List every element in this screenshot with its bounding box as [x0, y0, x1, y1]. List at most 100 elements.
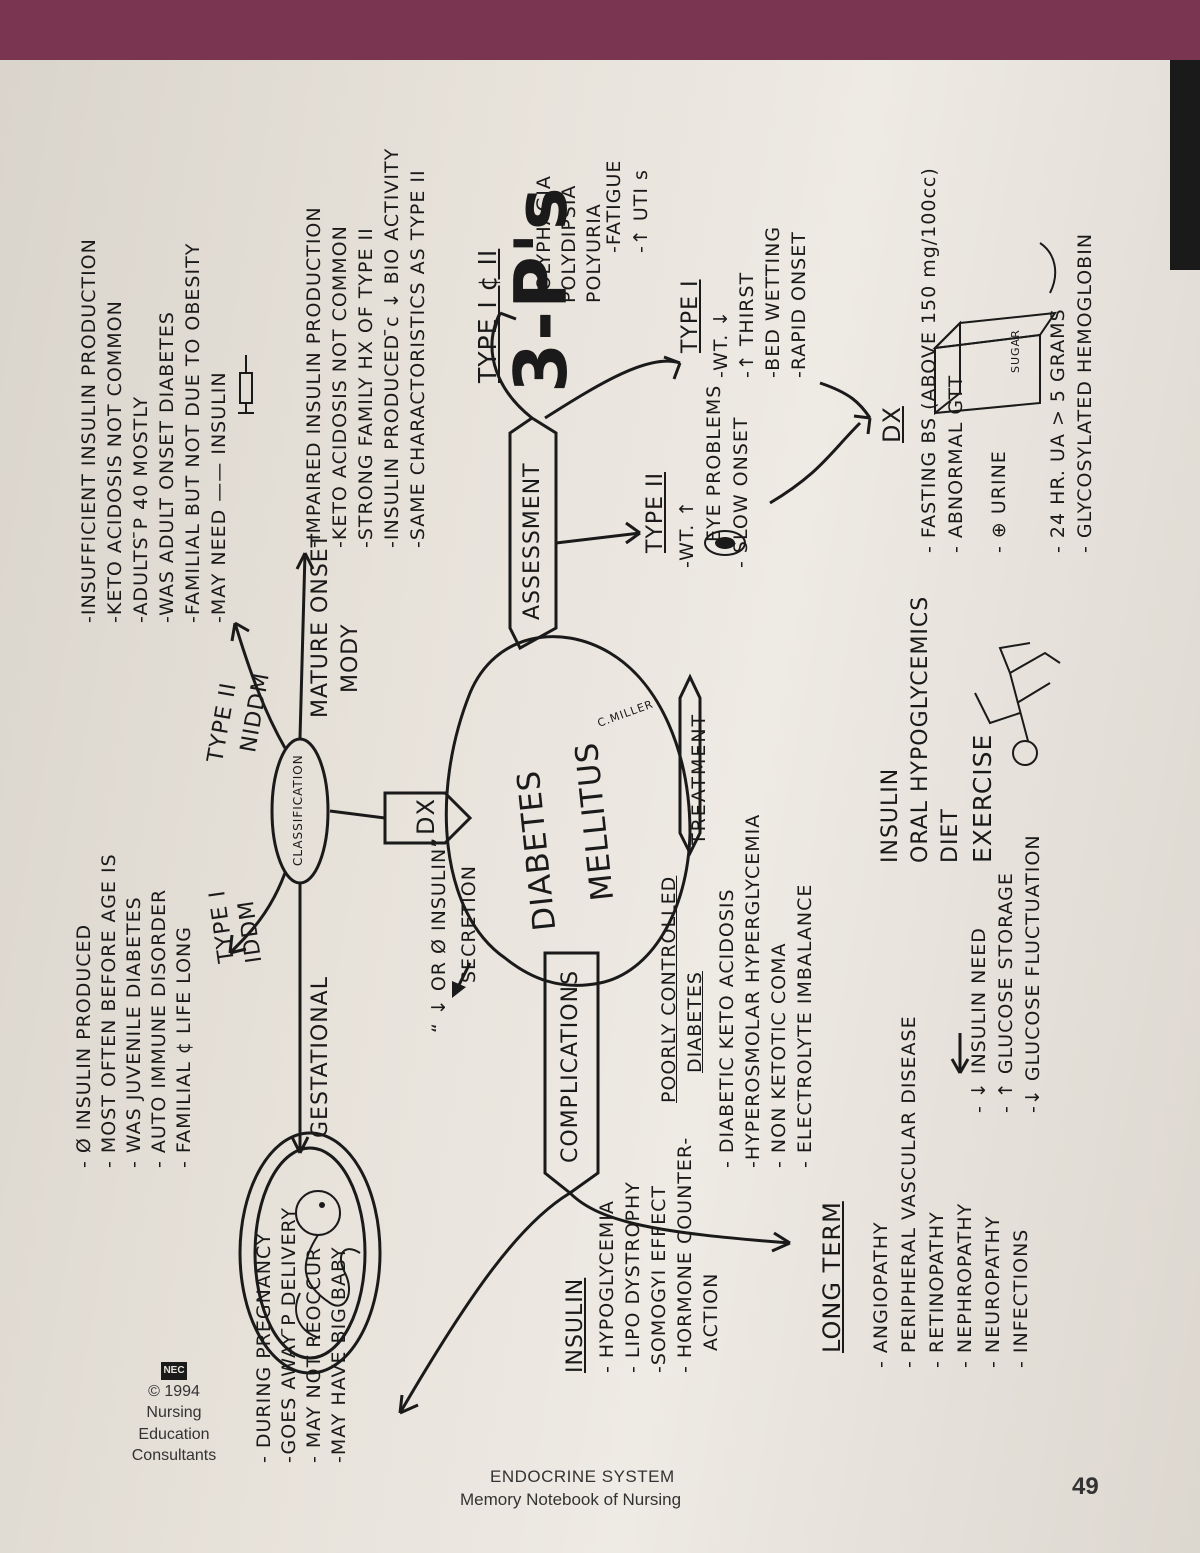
type2-list: -INSUFFICIENT INSULIN PRODUCTION -KETO A…	[78, 238, 236, 623]
assessment-type1-item: -↑ THIRST	[736, 271, 758, 378]
poorly-controlled-label: POORLY CONTROLLED	[658, 875, 680, 1103]
type1-item: - MOST OFTEN BEFORE AGE IS	[98, 853, 120, 1168]
assessment-type1-list: -WT. ↓ -↑ THIRST -BED WETTING -RAPID ONS…	[710, 226, 816, 378]
gestational-label: GESTATIONAL	[308, 976, 333, 1138]
assessment-extra-list: -FATIGUE -↑ UTI s	[603, 159, 659, 253]
eye-icon	[704, 530, 746, 556]
publisher-line3: Education	[138, 1425, 210, 1443]
diagnosis-item: - ⊕ URINE	[988, 450, 1010, 553]
poorly-controlled-item: -HYPEROSMOLAR HYPERGLYCEMIA	[742, 813, 764, 1168]
long-term-item: - ANGIOPATHY	[870, 1221, 892, 1368]
arrow-long-term	[568, 1191, 791, 1245]
assessment-type1-item: -RAPID ONSET	[788, 231, 810, 378]
publisher-line2: Nursing	[146, 1404, 202, 1422]
publisher-mark: NEC © 1994 Nursing Education Consultants	[128, 1362, 220, 1466]
poorly-controlled-list: - DIABETIC KETO ACIDOSIS -HYPEROSMOLAR H…	[716, 813, 822, 1168]
assessment-type2-item: -WT. ↑	[676, 499, 698, 568]
insulin-complication-item: - HYPOGLYCEMIA	[596, 1200, 618, 1373]
notebook-page	[0, 60, 1200, 1553]
sugar-label: SUGAR	[1009, 329, 1022, 373]
assessment-type1-label: TYPE I	[678, 279, 703, 353]
assessment-extra-item: -FATIGUE	[603, 159, 625, 253]
secretion-arrowhead	[452, 981, 466, 998]
mody-item: -KETO ACIDOSIS NOT COMMON	[329, 225, 351, 548]
footer-title: ENDOCRINE SYSTEM	[490, 1467, 675, 1486]
treatment-item: ORAL HYPOGLYCEMICS	[908, 595, 933, 863]
three-ps-item: POLYDIPSIA	[558, 184, 580, 303]
arrowhead-lt	[771, 1231, 791, 1253]
fetus-icon	[238, 1131, 382, 1375]
treatment-item: DIET	[938, 808, 963, 863]
three-ps-list: POLYPHAGIA POLYDIPSIA POLYURIA	[533, 175, 610, 303]
treatment-banner	[678, 673, 702, 857]
sugar-to-24hr-arrow	[1039, 242, 1057, 294]
diagnosis-item: - GLYCOSYLATED HEMOGLOBIN	[1074, 232, 1096, 553]
arrow-type1	[228, 934, 247, 955]
assessment-extra-item: -↑ UTI s	[630, 169, 652, 253]
syringe-icon	[238, 355, 254, 414]
diagnosis-item: - FASTING BS (ABOVE 150 mg/100cc)	[918, 167, 940, 553]
type1-item: - Ø INSULIN PRODUCED	[73, 923, 95, 1168]
type1-item: - AUTO IMMUNE DISORDER	[148, 888, 170, 1168]
dx-to-classification	[329, 809, 386, 820]
publisher-logo: NEC	[161, 1362, 187, 1380]
insulin-complications-list: - HYPOGLYCEMIA - LIPO DYSTROPHY -SOMOGYI…	[596, 1136, 728, 1373]
branch-mody	[298, 552, 307, 739]
center-blob	[444, 635, 692, 987]
type1-item: - FAMILIAL ¢ LIFE LONG	[173, 926, 195, 1168]
long-term-item: - PERIPHERAL VASCULAR DISEASE	[898, 1015, 920, 1368]
poorly-controlled-item: - DIABETIC KETO ACIDOSIS	[716, 888, 738, 1168]
insulin-complication-item: -SOMOGYI EFFECT	[648, 1185, 670, 1373]
arrowhead-t1	[663, 355, 682, 380]
branch-type2	[233, 622, 287, 749]
type2-item: -WAS ADULT ONSET DIABETES	[156, 311, 178, 623]
page-edge-shadow	[1170, 60, 1200, 270]
poorly-controlled-item: - ELECTROLYTE IMBALANCE	[794, 883, 816, 1168]
arrow-insulin-complications	[398, 1191, 571, 1414]
mody-item: -SAME CHARACTORISTICS AS TYPE II	[407, 169, 429, 548]
publisher-year: © 1994	[148, 1383, 200, 1400]
arrow-type2-assess	[555, 531, 641, 545]
type2-item: -KETO ACIDOSIS NOT COMMON	[104, 300, 126, 623]
arrowhead-3ps	[492, 311, 517, 332]
treatment-list: INSULIN ORAL HYPOGLYCEMICS DIET EXERCISE	[878, 595, 1003, 863]
assessment-both-label: TYPE I ¢ II	[473, 248, 502, 383]
assessment-banner-label: ASSESSMENT	[520, 462, 545, 620]
treatment-banner-label: TREATMENT	[688, 712, 710, 845]
three-ps-item: POLYPHAGIA	[533, 175, 555, 303]
type2-item: -INSUFFICIENT INSULIN PRODUCTION	[78, 238, 100, 623]
treatment-item: INSULIN	[878, 767, 903, 863]
gestational-list: - DURING PREGNANCY -GOES AWAY ̄P DELIVER…	[253, 1206, 355, 1463]
assessment-type1-item: -WT. ↓	[710, 309, 732, 378]
complications-banner-label: COMPLICATIONS	[558, 969, 583, 1163]
footer-subtitle: Memory Notebook of Nursing	[460, 1490, 682, 1509]
exercise-figure-icon	[974, 642, 1061, 766]
publisher-line4: Consultants	[131, 1447, 217, 1465]
sugar-cube-icon	[932, 311, 1058, 416]
arrow-dx-left	[769, 421, 862, 505]
insulin-secretion-line2: SECRETION	[458, 865, 480, 983]
treatment-item: EXERCISE	[968, 733, 997, 863]
long-term-item: - NEUROPATHY	[982, 1215, 1004, 1368]
long-term-item: - NEPHROPATHY	[954, 1202, 976, 1368]
three-ps-item: POLYURIA	[583, 203, 605, 303]
insulin-complication-item: ACTION	[700, 1272, 722, 1351]
type2-item: -ADULTS ̄P 40 MOSTLY	[130, 395, 152, 623]
mody-item: -INSULIN PRODUCED ̄c ↓ BIO ACTIVITY	[381, 147, 403, 548]
gestational-item: -GOES AWAY ̄P DELIVERY	[278, 1206, 300, 1463]
assessment-type2-item: EYE PROBLEMS	[703, 384, 725, 542]
gestational-item: -MAY HAVE BIG BABY	[328, 1246, 350, 1463]
classification-label: CLASSIFICATION	[291, 754, 305, 866]
arrowhead-ic	[398, 1394, 419, 1415]
diagnosis-item: - ABNORMAL GTT	[945, 374, 967, 553]
arrowhead-t2	[625, 521, 641, 545]
arrow-type1-assess	[544, 359, 681, 420]
insulin-complication-item: - HORMONE COUNTER-	[674, 1136, 696, 1373]
gestational-item: - MAY NOT REOCCUR	[303, 1246, 325, 1463]
mody-label: MATURE ONSET	[308, 532, 333, 718]
arrow-type2	[230, 621, 250, 642]
mody-item: -STRONG FAMILY HX OF TYPE II	[355, 227, 377, 548]
insulin-secretion-line1: “ ↓ OR Ø INSULIN”	[428, 836, 450, 1033]
long-term-item: - RETINOPATHY	[926, 1211, 948, 1368]
